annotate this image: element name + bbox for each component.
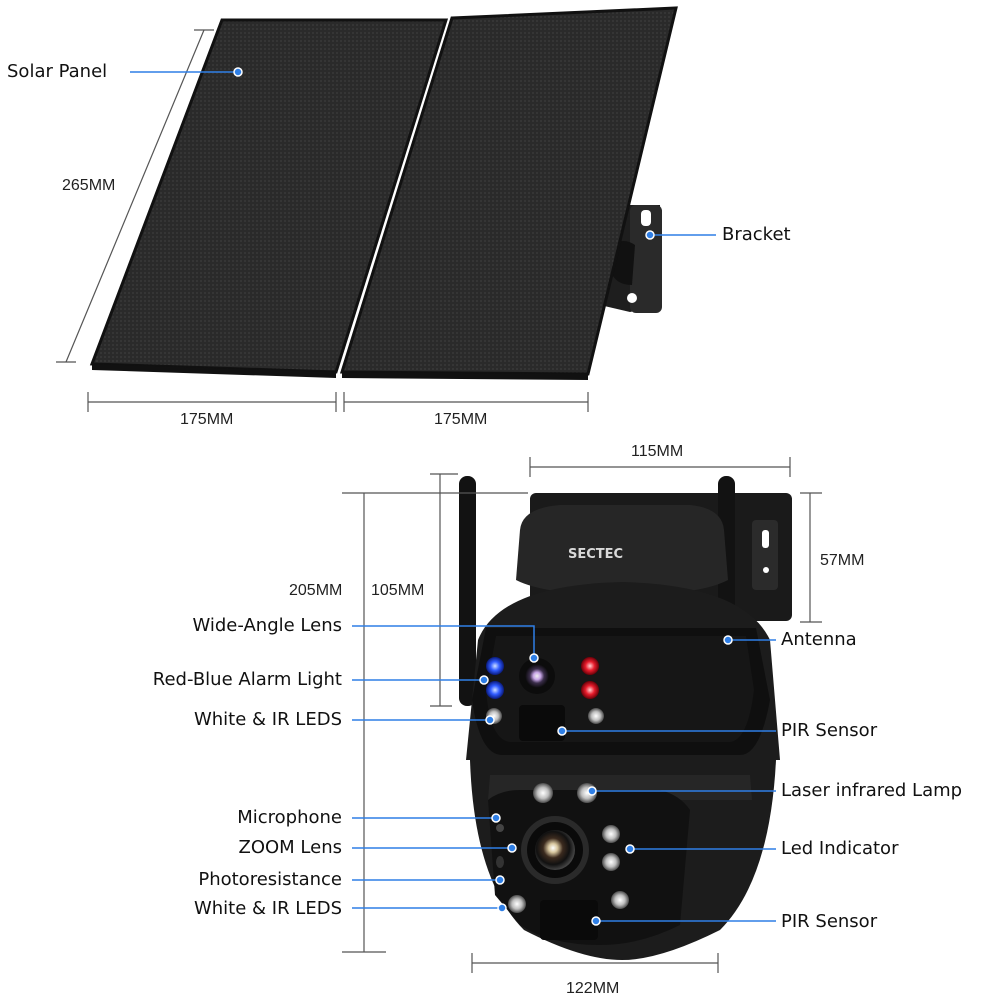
camera-width-top-label: 115MM <box>631 443 684 460</box>
dot-icon <box>485 715 495 725</box>
solar-width-left-label: 175MM <box>180 411 234 428</box>
dot-icon <box>491 813 501 823</box>
dot-icon <box>507 843 517 853</box>
white-ir-leds-bottom-label: White & IR LEDS <box>193 898 342 919</box>
solar-panel <box>89 6 678 380</box>
head-pir-sensor <box>519 705 565 741</box>
left-antenna <box>459 476 476 706</box>
white-ir-leds-top-label: White & IR LEDS <box>193 709 342 730</box>
blue-alarm-led-icon <box>486 657 504 675</box>
bracket-label: Bracket <box>722 224 791 245</box>
microphone-label: Microphone <box>237 807 342 828</box>
solar-width-right-label: 175MM <box>434 411 488 428</box>
wide-angle-lens-label: Wide-Angle Lens <box>192 615 342 636</box>
photoresistor-icon <box>496 856 504 868</box>
dot-icon <box>625 844 635 854</box>
microphone-icon <box>496 824 504 832</box>
camera-height-total-label: 205MM <box>289 582 343 599</box>
photoresistance-label: Photoresistance <box>198 869 342 890</box>
zoom-lens-label: ZOOM Lens <box>238 837 343 858</box>
bracket-height-label: 57MM <box>820 552 865 569</box>
pir-sensor-bottom-label: PIR Sensor <box>781 911 878 932</box>
dot-icon <box>497 903 507 913</box>
red-alarm-led-icon <box>581 657 599 675</box>
camera-height-head-label: 105MM <box>371 582 425 599</box>
zoom-lens-icon <box>535 830 575 870</box>
dot-icon <box>723 635 733 645</box>
solar-dimensions <box>56 29 589 412</box>
camera-dimensions <box>342 457 822 973</box>
dot-icon <box>529 653 539 663</box>
wide-angle-lens-icon <box>525 664 549 688</box>
dot-icon <box>591 916 601 926</box>
red-alarm-led-icon <box>581 681 599 699</box>
white-ir-led-lower-icon <box>508 895 526 913</box>
dot-icon <box>587 786 597 796</box>
camera: SECTEC <box>459 476 792 960</box>
side-led-icon <box>602 853 620 871</box>
pir-sensor-top-label: PIR Sensor <box>781 720 878 741</box>
camera-width-bottom-label: 122MM <box>566 980 620 997</box>
antenna-label: Antenna <box>781 629 857 650</box>
brand-logo: SECTEC <box>568 547 623 562</box>
laser-infrared-lamp-label: Laser infrared Lamp <box>781 780 963 801</box>
lower-pir-sensor <box>540 900 598 940</box>
dot-icon <box>495 875 505 885</box>
solar-panel-label: Solar Panel <box>7 61 108 82</box>
solar-height-label: 265MM <box>62 177 116 194</box>
led-indicator-label: Led Indicator <box>781 838 899 859</box>
laser-lamp-icon <box>533 783 553 803</box>
dot-icon <box>479 675 489 685</box>
white-ir-led-icon <box>588 708 604 724</box>
side-led-icon <box>611 891 629 909</box>
camera-leaders <box>352 625 776 922</box>
blue-alarm-led-icon <box>486 681 504 699</box>
solar-leaders <box>130 71 716 236</box>
bracket-dot-icon <box>645 230 655 240</box>
solar-panel-dot-icon <box>233 67 243 77</box>
camera-leader-dots <box>479 635 733 926</box>
side-led-icon <box>602 825 620 843</box>
alarm-light-label: Red-Blue Alarm Light <box>152 669 342 690</box>
dot-icon <box>557 726 567 736</box>
